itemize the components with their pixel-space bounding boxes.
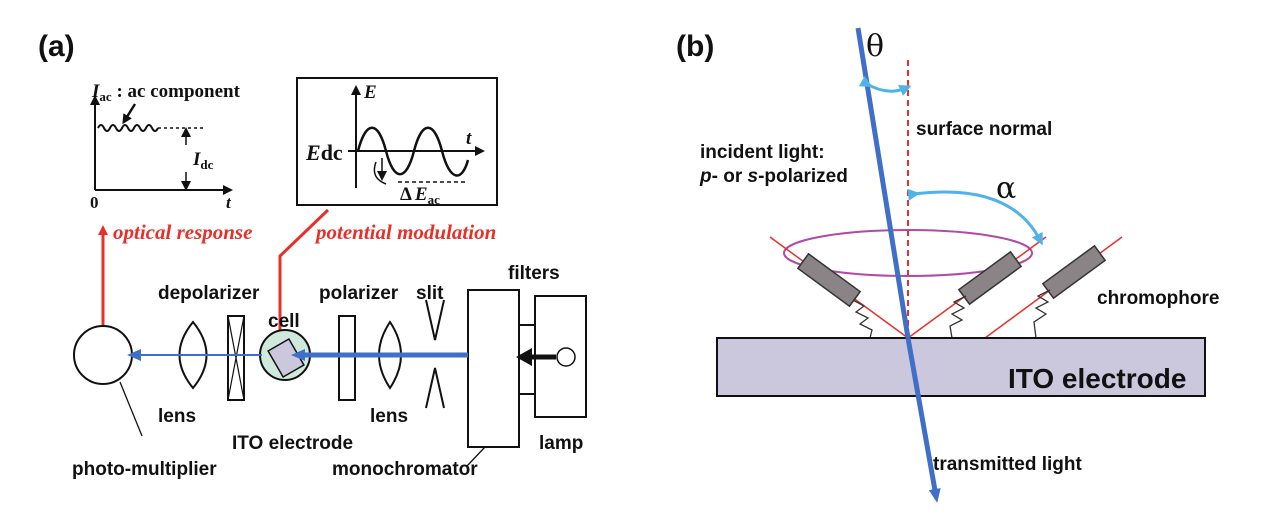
depolarizer-element [227, 315, 245, 401]
chromophore-middle [957, 250, 1023, 306]
chromophore-label: chromophore [1097, 288, 1219, 309]
ac-component-label: Iac : ac component [91, 81, 241, 104]
polarizer-label: polarizer [319, 283, 399, 304]
ito-electrode-label-a: ITO electrode [232, 433, 353, 454]
depolarizer-label: depolarizer [158, 283, 260, 304]
ito-electrode-label-b: ITO electrode [1008, 363, 1186, 394]
monochromator-label: monochromator [332, 459, 478, 480]
optical-bench [73, 289, 587, 467]
chromophore-linkers [852, 289, 1051, 339]
incident-light-label-line1: incident light: [700, 142, 825, 163]
alpha-arc [907, 188, 1043, 246]
polarizer-element [338, 315, 356, 401]
origin-label: 0 [90, 193, 99, 212]
surface-normal-label: surface normal [916, 119, 1052, 140]
photo-multiplier-label: photo-multiplier [72, 459, 217, 480]
e-axis-label: E [363, 82, 377, 103]
potential-modulation-arrow [275, 208, 330, 343]
filters-label: filters [508, 263, 560, 284]
ito-electrode-slab [716, 337, 1206, 397]
optical-response-label: optical response [113, 220, 252, 244]
photo-multiplier-leader [119, 381, 143, 437]
slit-element [425, 299, 445, 409]
lamp-bulb [556, 347, 576, 367]
incident-light-ray [855, 27, 911, 339]
theta-arc [858, 75, 912, 96]
photo-multiplier [73, 325, 133, 385]
chromophore-left [796, 252, 862, 308]
panel-b-label: (b) [676, 30, 714, 63]
lamp-label: lamp [539, 433, 583, 454]
lens-right-label: lens [370, 406, 408, 427]
transmitted-light-ray [905, 337, 941, 503]
lens-left-label: lens [158, 406, 196, 427]
alpha-symbol: α [996, 171, 1016, 206]
incident-light-label-line2: p- or s-polarized [699, 166, 848, 187]
t-axis-label-2: t [466, 128, 472, 149]
potential-modulation-label: potential modulation [314, 220, 496, 244]
chromophore-right [1041, 244, 1107, 300]
slit-label: slit [416, 283, 444, 304]
panel-a-label: (a) [38, 30, 75, 63]
t-axis-label-1: t [226, 193, 232, 212]
idc-label: Idc [192, 149, 214, 172]
monochromator-leader [466, 446, 486, 467]
monochromator [467, 289, 520, 448]
cell-label: cell [268, 311, 300, 332]
optical-response-plot: Iac : ac component Idc 0 t [90, 81, 241, 212]
edc-label: Edc [305, 140, 343, 165]
transmitted-light-label: transmitted light [933, 454, 1083, 475]
theta-symbol: θ [866, 29, 884, 64]
